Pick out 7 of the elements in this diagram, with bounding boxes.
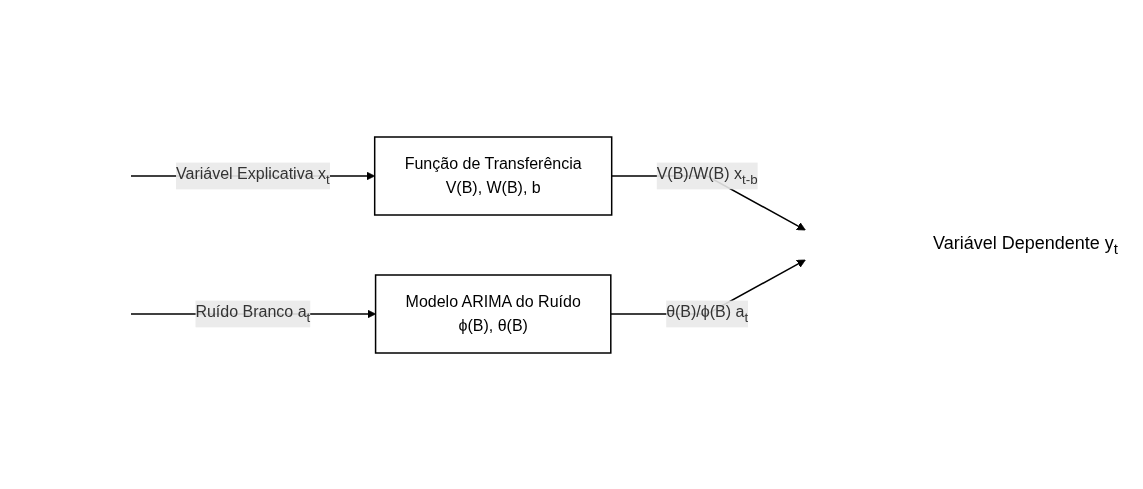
edge-label: Variável Explicativa x$_{t}$ (175, 164, 330, 187)
edge-label: θ(B)/ϕ(B) a$_{t}$ (665, 302, 748, 325)
node-box: Função de Transferência V(B), W(B), b (373, 135, 613, 216)
edge-label: Ruído Branco a$_{t}$ (195, 302, 310, 325)
edge-label: V(B)/W(B) x$_{t-b}$ (656, 164, 758, 187)
output-label: Variável Dependente y$_{t}$ (933, 232, 1119, 257)
node-box: Modelo ARIMA do Ruído ϕ(B), θ(B) (374, 273, 612, 354)
